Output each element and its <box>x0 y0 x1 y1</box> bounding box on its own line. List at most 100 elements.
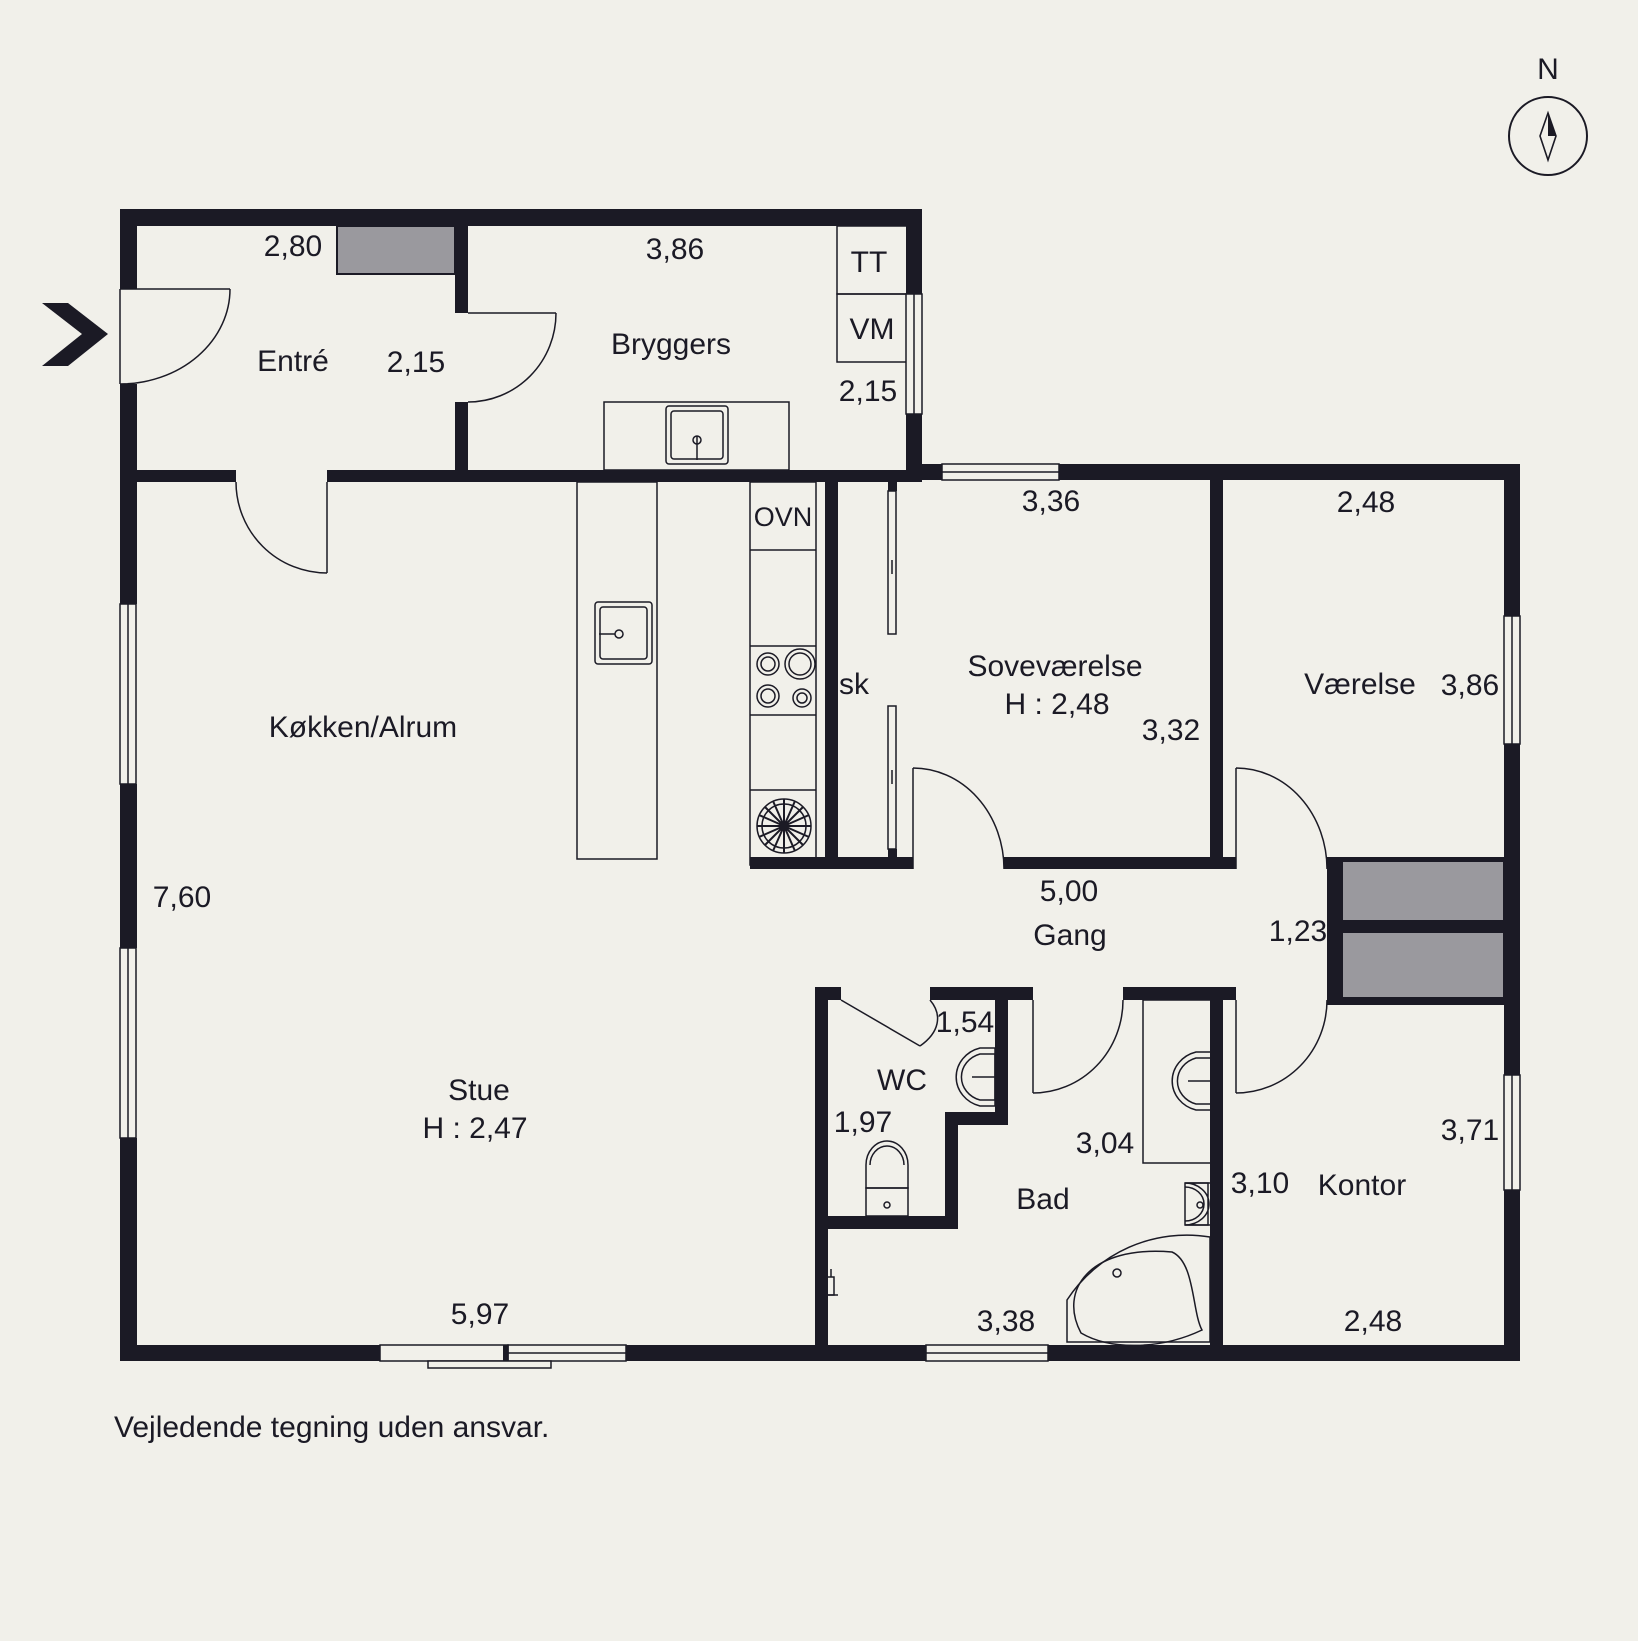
gang-closet-upper <box>1341 859 1505 923</box>
wall-kontor-top-b <box>1327 998 1520 1005</box>
room-name-gang: Gang <box>1033 919 1106 952</box>
dim-sove-side: 3,32 <box>1142 714 1200 747</box>
kitchen-island <box>576 481 658 860</box>
wall-bottom-c <box>1048 1345 1520 1361</box>
dim-kontor-side: 3,71 <box>1441 1114 1499 1147</box>
bad-toilet-icon <box>1184 1182 1212 1226</box>
stove-icon <box>756 648 816 708</box>
room-name-kontor: Kontor <box>1318 1169 1406 1202</box>
entre-closet <box>336 225 456 275</box>
dim-sove-top: 3,36 <box>1022 485 1080 518</box>
wall-right-c <box>1504 1190 1520 1361</box>
wall-entre-bryggers-b <box>455 402 468 472</box>
wall-entre-bottom-b <box>327 470 922 482</box>
room-name-kokken: Køkken/Alrum <box>269 711 457 744</box>
sk-label: sk <box>839 668 870 701</box>
wall-bad-kontor <box>1210 987 1223 1361</box>
wall-wc-bottom <box>815 1216 958 1229</box>
wall-closet-frame-top <box>1327 857 1504 862</box>
wall-sove-bottom <box>1004 857 1236 869</box>
dim-gang-side: 1,23 <box>1269 915 1327 948</box>
wall-right-b <box>1504 744 1520 1075</box>
front-door <box>119 288 231 385</box>
wall-sove-vaerelse <box>1210 470 1223 869</box>
room-name-wc: WC <box>877 1064 927 1097</box>
dim-vaerelse-side: 3,86 <box>1441 669 1499 702</box>
ovn-label: OVN <box>754 502 813 532</box>
north-arrow-icon <box>1508 96 1588 176</box>
wc-toilet-icon <box>865 1140 909 1217</box>
dim-wc-side: 1,97 <box>834 1106 892 1139</box>
door-wc <box>840 999 939 1047</box>
dim-vaerelse-top: 2,48 <box>1337 486 1395 519</box>
room-name-stue: Stue <box>448 1074 510 1107</box>
wall-wc-left <box>815 987 828 1361</box>
wall-left-mid <box>120 784 137 948</box>
wall-sk-sove-b <box>888 849 897 869</box>
wall-wc-top-a <box>815 987 841 1000</box>
dim-bryggers-top: 3,86 <box>646 233 704 266</box>
disclaimer-text: Vejledende tegning uden ansvar. <box>114 1411 549 1444</box>
bad-sink-icon <box>1171 1051 1212 1111</box>
room-name-entre: Entré <box>257 345 329 378</box>
wall-sk-sove-a <box>888 480 897 491</box>
wall-bad-top <box>1123 987 1235 1000</box>
entrance-arrow-icon <box>42 303 108 366</box>
dim-bad-bottom: 3,38 <box>977 1305 1035 1338</box>
wall-left-bottom <box>120 1138 137 1361</box>
terrace-door <box>379 1344 509 1362</box>
wall-left-top <box>120 209 137 289</box>
room-name-sovevaerelse: Soveværelse <box>967 650 1142 683</box>
bathtub-icon <box>1066 1234 1211 1347</box>
room-name-bad: Bad <box>1016 1183 1069 1216</box>
wall-wc-right <box>995 987 1008 1125</box>
room-height-sovevaerelse: H : 2,48 <box>1004 688 1109 721</box>
door-vaerelse <box>1235 767 1328 870</box>
dim-kontor-bottom: 2,48 <box>1344 1305 1402 1338</box>
dim-bryggers-side: 2,15 <box>839 375 897 408</box>
wall-kontor-top <box>1223 987 1236 1000</box>
dim-entre-top: 2,80 <box>264 230 322 263</box>
dim-bad-top: 3,04 <box>1076 1127 1134 1160</box>
wall-bottom-d <box>503 1345 508 1361</box>
wall-wc-step <box>945 1112 1008 1125</box>
door-entre-bryggers <box>467 312 557 403</box>
wall-right-a <box>1504 464 1520 616</box>
tt-label: TT <box>851 246 888 279</box>
gang-closet-lower <box>1341 931 1505 999</box>
wall-vaerelse-gang <box>1327 857 1342 1000</box>
wardrobe-doors <box>887 490 897 850</box>
wall-closet-divider <box>1342 920 1520 932</box>
wc-sink-icon <box>955 1047 996 1107</box>
room-name-bryggers: Bryggers <box>611 328 731 361</box>
wall-kitchen-bottom <box>750 857 913 869</box>
dim-stue-side: 7,60 <box>153 881 211 914</box>
wall-right-top <box>906 209 922 294</box>
wall-wc-step-v <box>945 1112 958 1229</box>
dim-stue-bottom: 5,97 <box>451 1298 509 1331</box>
door-entre-kitchen <box>235 481 328 574</box>
room-name-vaerelse: Værelse <box>1304 668 1416 701</box>
wall-left-entre <box>120 384 137 472</box>
door-kontor <box>1235 999 1328 1094</box>
wall-entre-bryggers-a <box>455 209 468 313</box>
room-height-stue: H : 2,47 <box>422 1112 527 1145</box>
kitchen-sink-icon <box>594 601 653 665</box>
compass-label: N <box>1537 53 1559 86</box>
vm-label: VM <box>850 313 895 346</box>
wall-left-lower <box>120 464 137 604</box>
wall-top-left <box>120 209 922 226</box>
walls <box>120 209 1520 1361</box>
wall-upper-right-b <box>1059 464 1520 480</box>
wall-right-mid <box>906 414 922 480</box>
bryggers-sink-icon <box>665 405 729 465</box>
wall-sk-left <box>825 470 838 868</box>
wall-bottom-b <box>626 1345 926 1361</box>
door-sove <box>912 767 1005 870</box>
doors <box>119 288 1328 1094</box>
wall-wc-top-b <box>930 987 1033 1000</box>
dim-wc-top: 1,54 <box>936 1006 994 1039</box>
dim-kontor-left: 3,10 <box>1231 1167 1289 1200</box>
